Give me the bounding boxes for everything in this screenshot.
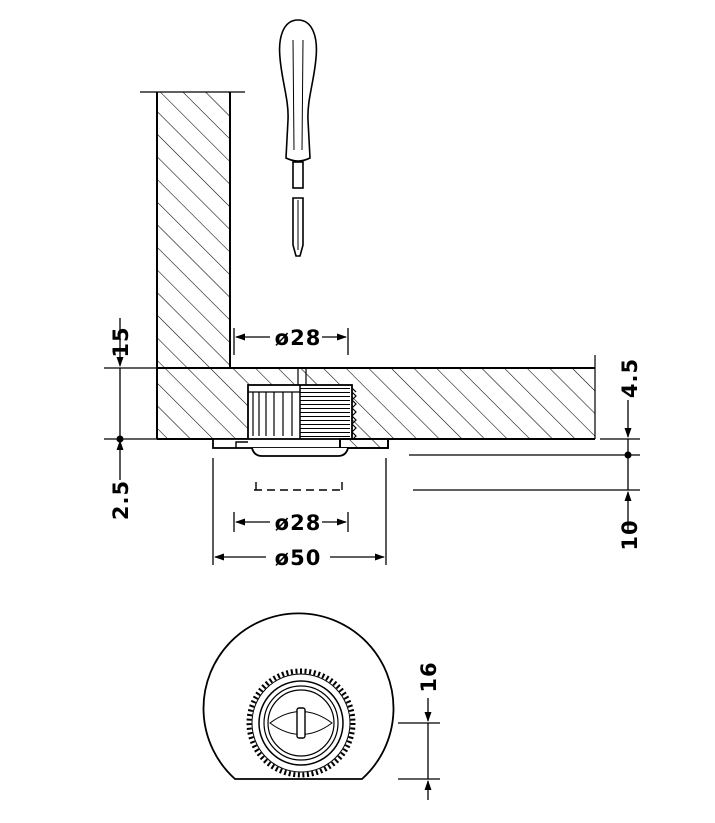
screwdriver-icon	[278, 19, 318, 257]
dim-label-cover-thickness: 4.5	[618, 358, 642, 398]
dim-flange-diameter	[212, 458, 387, 565]
plan-view	[202, 612, 395, 780]
insert-housing	[247, 384, 357, 443]
dim-diameter-top	[233, 328, 349, 355]
vertical-panel	[140, 91, 245, 368]
dim-label-recess-depth: 2.5	[109, 480, 133, 520]
dim-label-diameter-bottom: ø28	[275, 511, 322, 535]
dim-label-gap: 10	[618, 519, 642, 550]
reference-lines	[409, 438, 640, 491]
phantom-position	[254, 482, 344, 491]
dim-left-vertical	[116, 318, 124, 480]
dim-bottom-width	[398, 698, 440, 800]
dim-right-vertical	[624, 400, 632, 530]
dim-diameter-bottom	[233, 512, 349, 532]
dim-label-panel-thickness: 15	[109, 326, 133, 357]
horizontal-panel	[104, 355, 596, 440]
dim-label-bottom-width: 16	[417, 661, 441, 692]
flange	[212, 368, 389, 457]
dim-label-diameter-top: ø28	[275, 326, 322, 350]
dim-label-flange-diameter: ø50	[275, 546, 322, 570]
